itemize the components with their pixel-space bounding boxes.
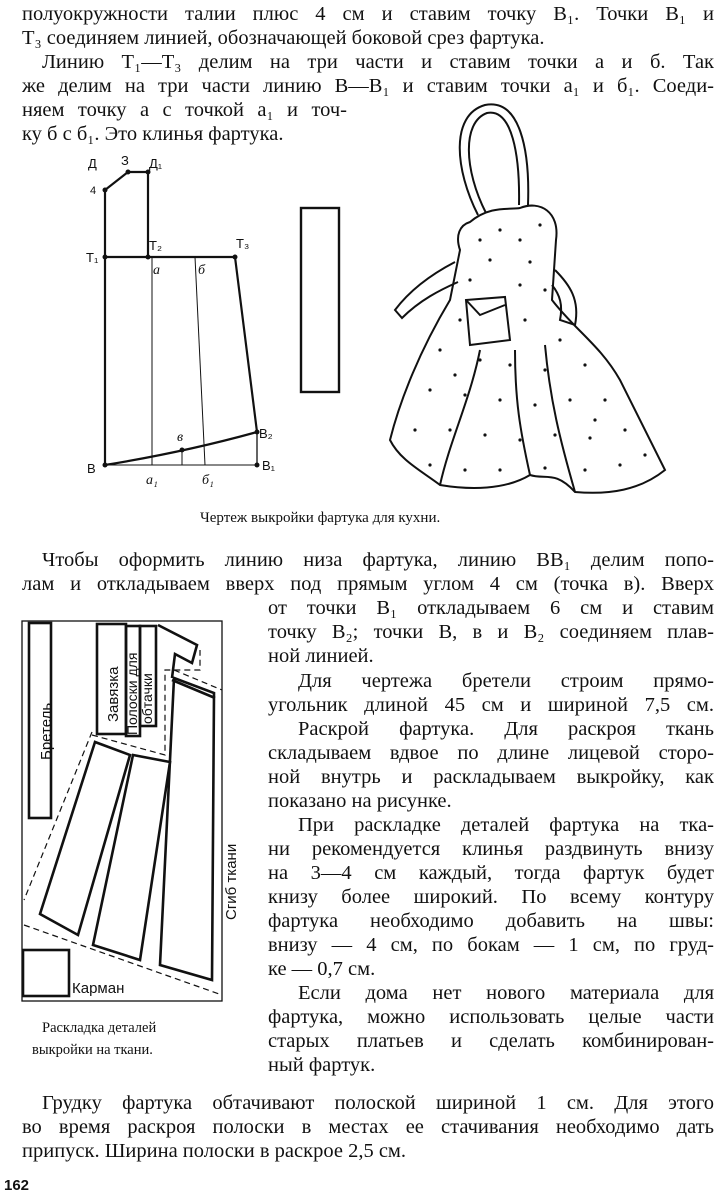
strap-piece xyxy=(27,621,53,820)
front-piece xyxy=(158,676,216,982)
label-b1-small: б₁ xyxy=(202,473,214,488)
label-d: Д xyxy=(88,156,97,171)
apron-polka-dots xyxy=(413,223,647,472)
page-number: 162 xyxy=(4,1177,30,1194)
gore-piece-2 xyxy=(91,753,172,962)
text-line: Раскрой фартука. Для раскроя ткань xyxy=(298,718,714,740)
label-b1: В₁ xyxy=(262,458,276,473)
text-line: угольник длиной 45 см и шириной 7,5 см. xyxy=(268,694,714,716)
apron-illustration xyxy=(388,103,667,494)
strip-piece-1 xyxy=(124,624,142,738)
label-d1: Д₁ xyxy=(149,156,163,171)
text-line: фартука, можно использовать целые части xyxy=(268,1006,714,1028)
label-z: З xyxy=(121,153,129,168)
text-line: няем точку а с точкой а₁ и точ- xyxy=(22,99,347,121)
label-b: В xyxy=(87,461,96,476)
label-strips-1: Полоски для xyxy=(124,653,140,735)
label-strips-2: обтачки xyxy=(139,673,155,724)
text-line: точку В₂; точки В, в и В₂ соединяем плав… xyxy=(268,621,714,643)
text-line: ни рекомендуется клинья раздвинуть внизу xyxy=(268,838,714,860)
tie-piece xyxy=(95,622,128,736)
text-line: припуск. Ширина полоски в раскрое 2,5 см… xyxy=(22,1140,407,1162)
pattern-caption: Чертеж выкройки фартука для кухни. xyxy=(200,510,441,526)
label-b2: В₂ xyxy=(259,426,273,441)
apron-pattern-drawing: Д З Д₁ 4 Т₁ Т₂ Т₃ а б в В₂ В₁ В а₁ б₁ xyxy=(86,103,667,494)
text-line: складываем вдвое по длине лицевой сторо- xyxy=(268,742,714,764)
label-t1: Т₁ xyxy=(86,250,99,265)
text-line: Для чертежа бретели строим прямо- xyxy=(298,670,714,692)
text-line: Линию Т₁—Т₃ делим на три части и ставим … xyxy=(42,51,714,73)
label-4: 4 xyxy=(90,185,96,197)
text-line: При раскладке деталей фартука на тка- xyxy=(298,814,714,836)
text-line: от точки В₁ откладываем 6 см и ставим xyxy=(268,597,714,619)
label-v: в xyxy=(177,430,183,445)
label-a1: а₁ xyxy=(146,473,158,488)
text-line: ной линией. xyxy=(268,645,374,667)
text-line: показано на рисунке. xyxy=(268,790,452,812)
gore-piece-1 xyxy=(38,740,132,937)
text-line: ку б с б₁. Это клинья фартука. xyxy=(22,123,284,145)
text-line: ный фартук. xyxy=(268,1054,376,1076)
label-fold: Сгиб ткани xyxy=(223,844,240,920)
layout-caption-line: выкройки на ткани. xyxy=(32,1042,153,1058)
text-line: во время раскроя полоски в местах ее ста… xyxy=(22,1116,714,1138)
text-line: Грудку фартука обтачивают полоской ширин… xyxy=(42,1092,714,1114)
text-line: Т₃ соединяем линией, обозначающей боково… xyxy=(22,27,545,49)
text-line: полуокружности талии плюс 4 см и ставим … xyxy=(22,3,714,25)
text-line: на 3—4 см каждый, тогда фартук будет xyxy=(268,862,714,884)
label-t2: Т₂ xyxy=(149,238,162,253)
label-pocket: Карман xyxy=(72,980,124,997)
text-line: же делим на три части линию В—В₁ и стави… xyxy=(22,75,714,97)
text-line: книзу более широкий. По всему контуру xyxy=(268,886,714,908)
strip-piece-2 xyxy=(138,624,158,728)
label-tie: Завязка xyxy=(105,666,122,722)
label-a: а xyxy=(153,263,160,278)
label-strap: Бретель xyxy=(38,703,55,760)
strap-rectangle xyxy=(299,206,341,394)
text-line: ной внутрь и раскладываем выкройку, как xyxy=(268,766,714,788)
text-line: старых платьев и сделать комбинирован- xyxy=(268,1030,714,1052)
layout-caption-line: Раскладка деталей xyxy=(42,1020,157,1036)
label-b: б xyxy=(198,263,206,278)
text-line: ке — 0,7 см. xyxy=(268,958,376,980)
text-line: внизу — 4 см, по бокам — 1 см, по груд- xyxy=(268,934,714,956)
text-line: лам и откладываем вверх под прямым углом… xyxy=(22,573,714,595)
label-t3: Т₃ xyxy=(236,236,249,251)
text-line: фартука необходимо добавить на швы: xyxy=(268,910,714,932)
text-line: Если дома нет нового материала для xyxy=(298,982,714,1004)
text-line: Чтобы оформить линию низа фартука, линию… xyxy=(42,549,714,571)
pocket-piece xyxy=(21,948,71,998)
